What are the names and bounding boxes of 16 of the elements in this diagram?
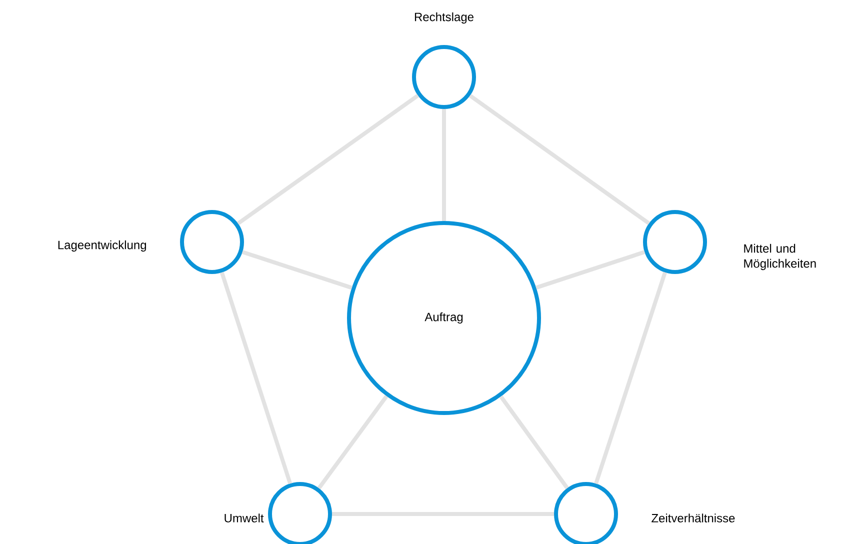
node-label: Lageentwicklung <box>58 240 146 252</box>
connector-line <box>220 272 292 484</box>
connector-line <box>317 394 388 490</box>
circle-node <box>643 210 707 274</box>
connector-line <box>594 272 667 484</box>
node-label: Mittel und Möglichkeiten <box>744 244 816 270</box>
node-label: Zeitverhältnisse <box>652 514 735 522</box>
circle-node <box>180 210 244 274</box>
connector-line <box>499 395 569 490</box>
connector-line <box>536 250 646 290</box>
connector-line <box>242 250 352 290</box>
node-label: Umwelt <box>224 514 264 522</box>
connector-line <box>236 94 420 226</box>
circle-node <box>412 45 476 109</box>
node-label: Rechtslage <box>414 12 474 24</box>
connector-line <box>468 94 650 226</box>
